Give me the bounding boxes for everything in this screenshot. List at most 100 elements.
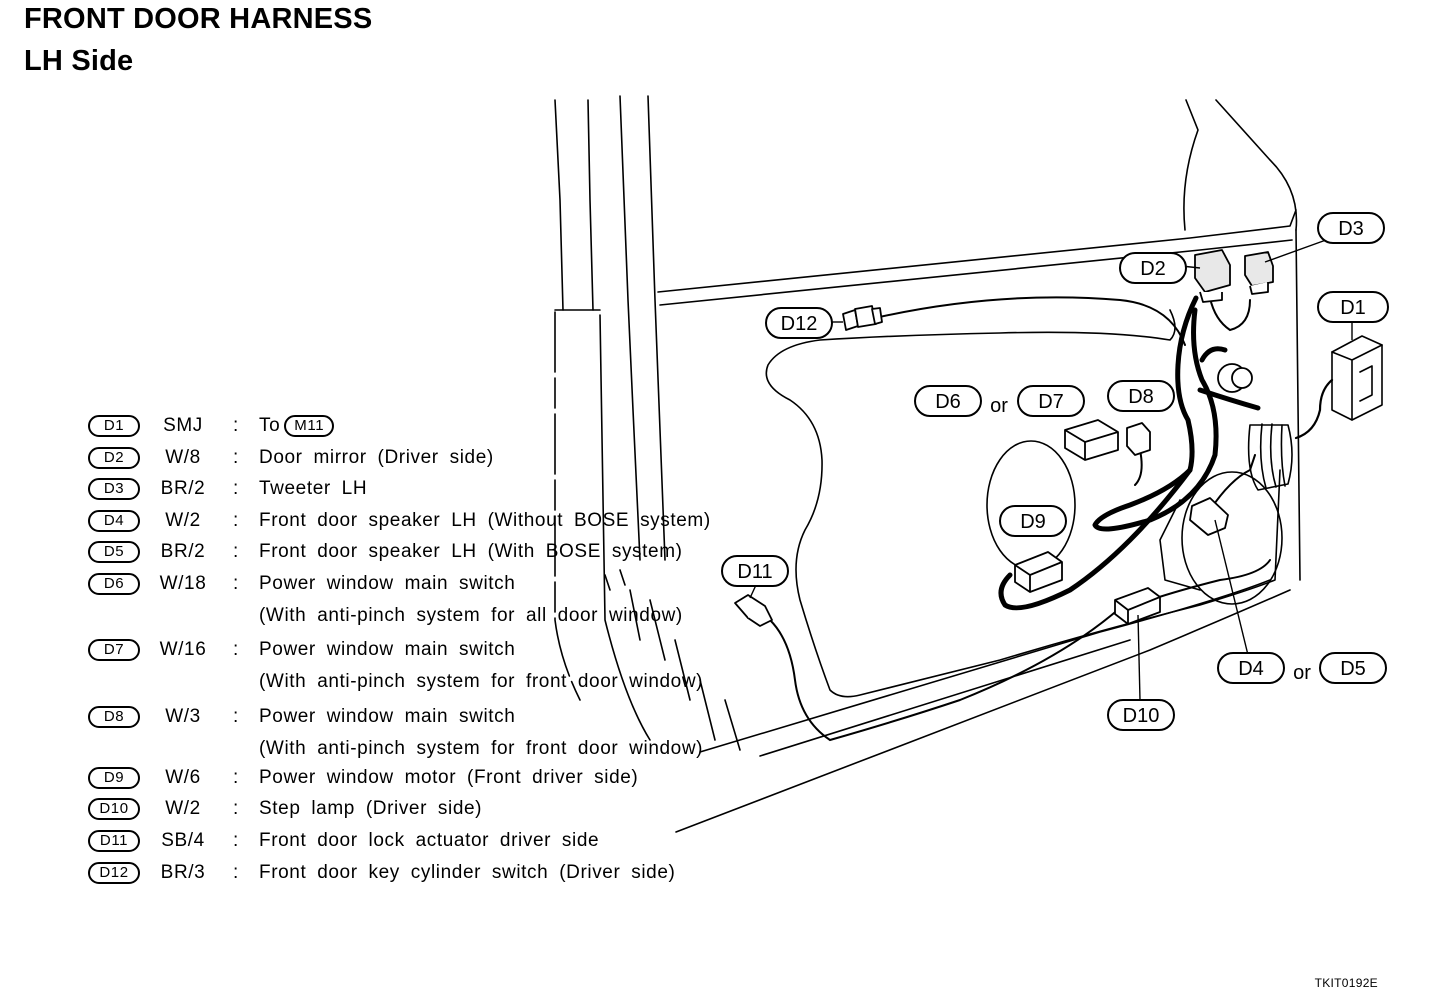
pillar-line bbox=[619, 95, 641, 561]
connector-description-detail: (With anti-pinch system for all door win… bbox=[259, 605, 683, 626]
callout-d4-label: D4 bbox=[1238, 658, 1264, 680]
d4-d5-connector bbox=[1189, 497, 1229, 536]
callout-d10-label: D10 bbox=[1123, 705, 1160, 727]
description-text: To bbox=[259, 415, 281, 436]
d10-connector bbox=[1114, 587, 1161, 625]
window-frame bbox=[1215, 99, 1298, 231]
callout-d2-label: D2 bbox=[1140, 258, 1166, 280]
separator: : bbox=[233, 706, 239, 727]
door-sill-line bbox=[699, 579, 1271, 753]
d9-connector bbox=[1014, 551, 1063, 593]
wire-spec: W/2 bbox=[165, 510, 201, 531]
callout-d4-bubble bbox=[1217, 652, 1285, 684]
door-sill-line bbox=[759, 639, 1131, 757]
connector-description: Power window main switch bbox=[259, 639, 516, 660]
grommet-ribs bbox=[1259, 423, 1286, 489]
connector-id-badge: D9 bbox=[88, 767, 140, 789]
wire-spec: W/8 bbox=[165, 447, 201, 468]
page-title: FRONT DOOR HARNESS bbox=[24, 3, 373, 35]
wire-spec: W/6 bbox=[165, 767, 201, 788]
separator: : bbox=[233, 478, 239, 499]
connector-description: Power window main switch bbox=[259, 706, 516, 727]
grommet bbox=[1247, 424, 1293, 491]
connector-id-badge: D1 bbox=[88, 415, 140, 437]
callout-d9-bubble bbox=[999, 505, 1067, 537]
wire-spec: BR/3 bbox=[160, 862, 206, 883]
wire-spec: BR/2 bbox=[160, 541, 206, 562]
separator: : bbox=[233, 415, 239, 436]
page-subtitle: LH Side bbox=[24, 45, 134, 77]
connector-description: Tweeter LH bbox=[259, 478, 368, 499]
connector-id-badge: D6 bbox=[88, 573, 140, 595]
separator: : bbox=[233, 639, 239, 660]
wire-d10 bbox=[1149, 559, 1271, 601]
wire-spec: SB/4 bbox=[161, 830, 205, 851]
wire-d1 bbox=[1294, 378, 1334, 440]
d1-connector-box bbox=[1359, 365, 1373, 402]
pillar-line bbox=[554, 311, 581, 701]
connector-description: Step lamp (Driver side) bbox=[259, 798, 483, 819]
main-harness bbox=[998, 467, 1193, 611]
callout-d11-label: D11 bbox=[737, 561, 772, 583]
callout-d8-label: D8 bbox=[1128, 386, 1154, 408]
callout-d11-bubble bbox=[721, 555, 789, 587]
window-frame bbox=[1295, 229, 1301, 581]
separator: : bbox=[233, 573, 239, 594]
connector-description: Door mirror (Driver side) bbox=[259, 447, 494, 468]
leader-d4 bbox=[1214, 519, 1249, 656]
wire-spec: BR/2 bbox=[160, 478, 206, 499]
d3-connector bbox=[1244, 251, 1274, 295]
connector-id-badge: D2 bbox=[88, 447, 140, 469]
callout-d5-label: D5 bbox=[1340, 658, 1366, 680]
callout-d2-bubble bbox=[1119, 252, 1187, 284]
connector-description: Front door speaker LH (With BOSE system) bbox=[259, 541, 683, 562]
wire-spec: W/3 bbox=[165, 706, 201, 727]
callout-d3-label: D3 bbox=[1338, 218, 1364, 240]
leader-d3 bbox=[1264, 239, 1327, 263]
beltline bbox=[659, 239, 1293, 306]
wire-spec: SMJ bbox=[163, 415, 203, 436]
callout-d12-label: D12 bbox=[781, 313, 818, 335]
callout-d9-label: D9 bbox=[1020, 511, 1046, 533]
speaker-rim bbox=[1159, 499, 1201, 591]
leader-d10 bbox=[1137, 614, 1141, 701]
connector-id-badge: D8 bbox=[88, 706, 140, 728]
separator: : bbox=[233, 767, 239, 788]
wire-spec: W/2 bbox=[165, 798, 201, 819]
wire-d11 bbox=[769, 607, 1121, 742]
main-harness bbox=[1092, 295, 1219, 532]
callout-or-1: or bbox=[990, 395, 1008, 417]
connector-id-badge: D4 bbox=[88, 510, 140, 532]
pillar-line bbox=[587, 99, 594, 311]
callout-or-2: or bbox=[1293, 662, 1311, 684]
callout-d10-bubble bbox=[1107, 699, 1175, 731]
callout-d7-bubble bbox=[1017, 385, 1085, 417]
wire-spec: W/18 bbox=[159, 573, 207, 594]
beltline bbox=[657, 209, 1297, 293]
separator: : bbox=[233, 798, 239, 819]
connector-description: Power window motor (Front driver side) bbox=[259, 767, 639, 788]
separator: : bbox=[233, 830, 239, 851]
connector-id-badge: D5 bbox=[88, 541, 140, 563]
wire-d2 bbox=[1209, 297, 1251, 332]
connector-id-badge: D7 bbox=[88, 639, 140, 661]
d2-connector bbox=[1194, 249, 1231, 303]
connector-ref-badge: M11 bbox=[284, 415, 335, 437]
d11-connector bbox=[734, 594, 773, 627]
callout-d6-label: D6 bbox=[935, 391, 961, 413]
callout-d1-bubble bbox=[1317, 291, 1389, 323]
connector-description: Front door key cylinder switch (Driver s… bbox=[259, 862, 676, 883]
connector-id-badge: D10 bbox=[88, 798, 140, 820]
connector-description: Power window main switch bbox=[259, 573, 516, 594]
separator: : bbox=[233, 541, 239, 562]
d12-connector bbox=[842, 305, 883, 331]
d1-connector-box bbox=[1331, 335, 1383, 421]
wire-spec: W/16 bbox=[159, 639, 207, 660]
pillar-line bbox=[599, 314, 651, 741]
callout-d8-bubble bbox=[1107, 380, 1175, 412]
separator: : bbox=[233, 510, 239, 531]
wire-d12 bbox=[874, 296, 1186, 346]
callout-d6-bubble bbox=[914, 385, 982, 417]
